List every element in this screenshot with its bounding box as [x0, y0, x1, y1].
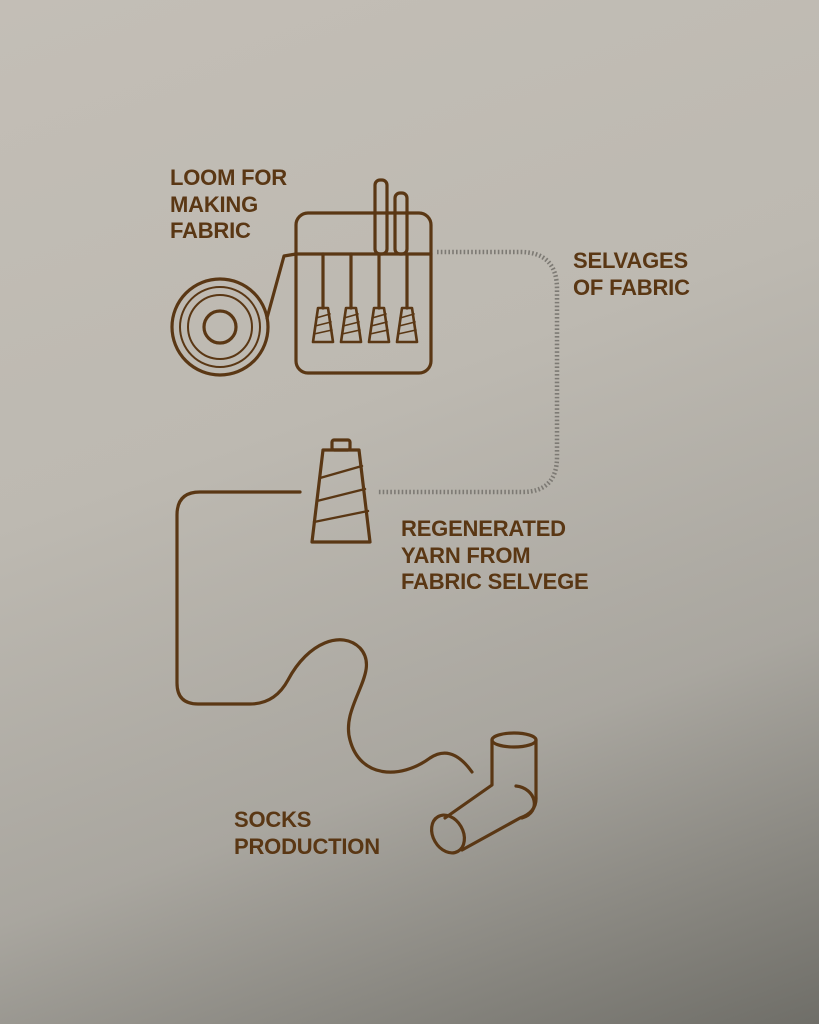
loom-label-line: MAKING [170, 191, 259, 217]
selvages-label-line: OF FABRIC [573, 274, 690, 300]
selvages-label: SELVAGES OF FABRIC [573, 248, 690, 301]
loom-label: LOOM FOR MAKING FABRIC [170, 165, 287, 245]
selvages-label-line: SELVAGES [573, 248, 688, 273]
loom-label-line: LOOM FOR [170, 165, 287, 190]
sock-icon [430, 731, 538, 855]
yarn-label-line: FABRIC SELVEGE [401, 569, 589, 594]
socks-label-line: PRODUCTION [234, 833, 380, 859]
socks-label-line: SOCKS [234, 807, 312, 832]
yarn-label-line: REGENERATED [401, 516, 566, 541]
loom-label-line: FABRIC [170, 218, 251, 243]
yarn-label: REGENERATED YARN FROM FABRIC SELVEGE [401, 516, 589, 596]
fabric-roll-icon [170, 252, 298, 377]
yarn-thread [175, 490, 474, 774]
yarn-cone-icon [310, 438, 372, 544]
socks-label: SOCKS PRODUCTION [234, 807, 380, 860]
yarn-label-line: YARN FROM [401, 542, 531, 568]
loom-icon [294, 178, 433, 375]
